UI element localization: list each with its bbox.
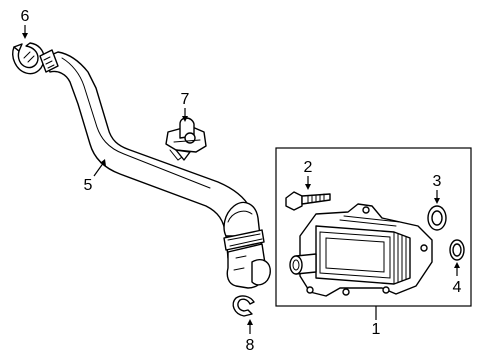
callout-7: 7: [181, 91, 190, 108]
callout-6: 6: [21, 8, 30, 25]
leader-4-arrow: [454, 262, 460, 268]
leader-2-arrow: [305, 184, 311, 190]
leader-5-arrow: [100, 159, 106, 166]
clip-part-8: [232, 295, 255, 317]
seal-part-4: [449, 239, 465, 261]
coolant-hose-part-5: [39, 49, 271, 289]
callout-4: 4: [453, 279, 462, 296]
leader-8-arrow: [247, 319, 253, 325]
callout-8: 8: [246, 337, 255, 354]
callout-2: 2: [304, 159, 313, 176]
leader-3-arrow: [434, 198, 440, 204]
callout-1: 1: [372, 321, 381, 338]
seal-part-3: [427, 205, 447, 231]
leader-7-arrow: [182, 116, 188, 122]
bolt-part-2: [285, 191, 331, 211]
callout-5: 5: [84, 177, 93, 194]
leader-6-arrow: [22, 33, 28, 39]
callout-3: 3: [433, 173, 442, 190]
hose-bracket-part-7: [165, 117, 207, 161]
leader-5: [93, 161, 105, 177]
assembly-box: [275, 147, 472, 307]
hose-clamp-part-6: [12, 42, 45, 75]
oil-cooler-part-1: [289, 203, 433, 297]
